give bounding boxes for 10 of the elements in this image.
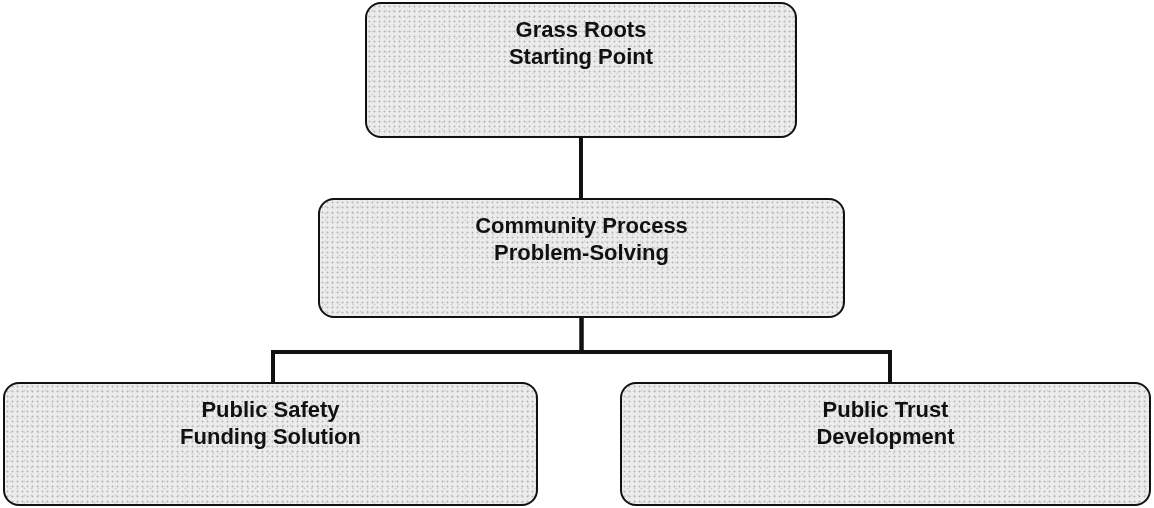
process-box xyxy=(3,382,538,506)
box-label: Public Safety Funding Solution xyxy=(179,396,362,450)
box-label: Public Trust Development xyxy=(815,396,956,450)
process-box xyxy=(318,198,845,318)
connector-line xyxy=(579,138,583,198)
box-label: Community Process Problem-Solving xyxy=(474,212,689,266)
process-box xyxy=(620,382,1151,506)
box-label: Grass Roots Starting Point xyxy=(507,16,655,70)
process-box xyxy=(365,2,797,138)
connector-line xyxy=(579,318,892,382)
